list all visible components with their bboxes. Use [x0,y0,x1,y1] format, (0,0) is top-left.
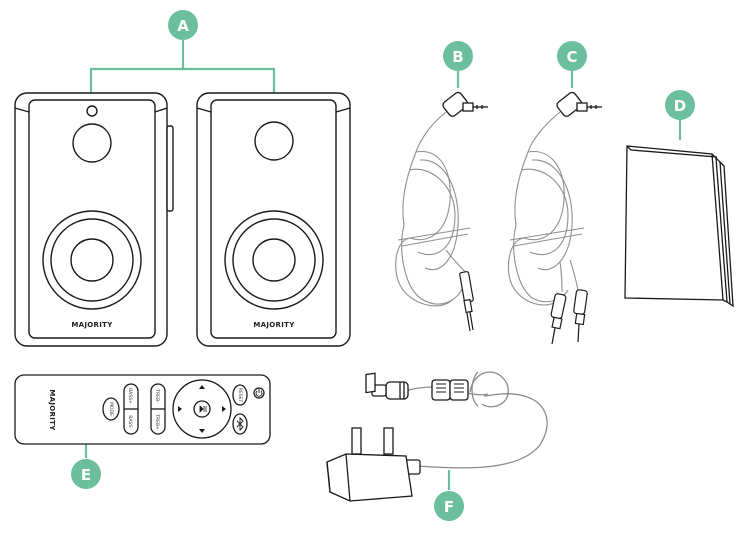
remote-treble-down-label: TREB- [154,388,160,403]
aux-cable [395,70,488,332]
rca-cable [507,70,602,345]
callout-a: A [168,10,198,40]
volume-up-icon [199,385,205,389]
callout-c: C [557,41,587,71]
previous-icon [178,406,182,412]
svg-text:E: E [81,466,91,484]
next-icon [222,406,226,412]
remote-treble-up-label: TREB+ [154,413,160,430]
svg-text:A: A [177,17,189,35]
speaker-left-indicator [86,105,98,117]
speaker-left: MAJORITY [14,92,174,347]
power-icon[interactable] [253,387,265,399]
svg-text:RESET: RESET [237,388,243,403]
remote-bass-buttons[interactable]: BASS+ BASS- [123,383,139,435]
svg-text:B: B [452,48,463,66]
bluetooth-icon[interactable] [232,413,248,435]
callout-f: F [434,491,464,521]
remote-dpad[interactable] [172,379,232,439]
speaker-pair: MAJORITY MAJORITY [14,40,351,347]
svg-text:MODE: MODE [108,402,114,416]
speaker-right-woofer [224,210,324,310]
speaker-right: MAJORITY [196,92,351,347]
remote-brand: MAJORITY [48,389,56,431]
callout-e: E [71,459,101,489]
power-adapter [326,371,548,502]
user-manual [624,118,734,308]
svg-text:C: C [566,48,577,66]
speaker-left-woofer [42,210,142,310]
remote-bass-up-label: BASS+ [127,388,133,404]
remote-reset-button[interactable]: RESET [232,384,248,406]
speaker-left-brand: MAJORITY [71,321,113,329]
volume-down-icon [199,429,205,433]
callout-a-bracket [89,40,276,98]
remote-bass-down-label: BASS- [127,415,133,429]
svg-text:D: D [674,97,686,115]
speaker-right-tweeter [254,121,294,161]
remote-mode-button[interactable]: MODE [102,397,120,421]
speaker-right-brand: MAJORITY [253,321,295,329]
svg-text:F: F [444,498,454,516]
speaker-left-tweeter [72,123,112,163]
remote-control: MAJORITY MODE BASS+ BASS- TREB- TREB+ [14,374,271,458]
callout-b: B [443,41,473,71]
remote-treble-buttons[interactable]: TREB- TREB+ [150,383,166,435]
callout-d: D [665,90,695,120]
